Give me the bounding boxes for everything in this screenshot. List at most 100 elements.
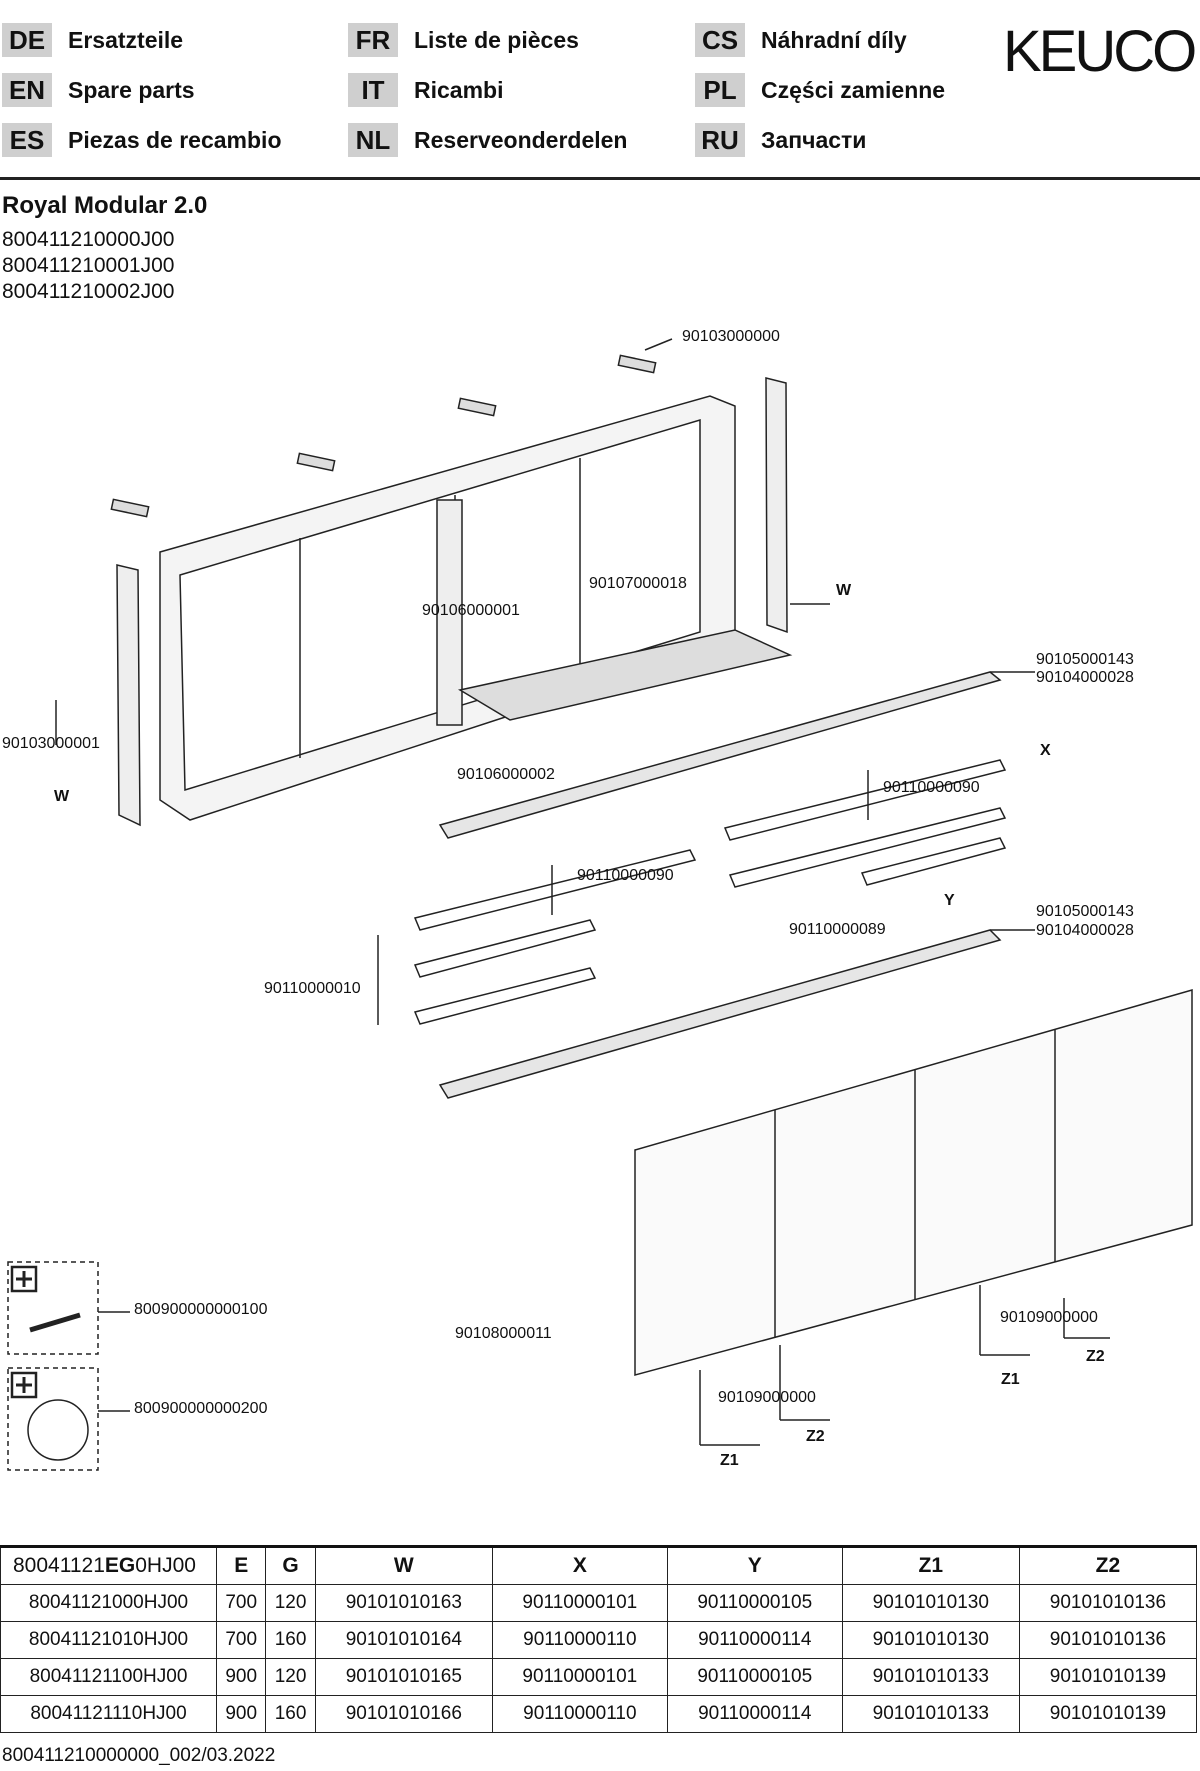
table-cell: 90101010165 bbox=[314, 1658, 493, 1696]
table-cell: 90101010136 bbox=[1018, 1621, 1198, 1659]
glass-shelf bbox=[723, 759, 1007, 841]
table-cell: 90101010139 bbox=[1018, 1658, 1198, 1696]
table-cell: 700 bbox=[215, 1621, 267, 1659]
parts-table: 80041121EG0HJ00 E G W X Y Z1 Z2 80041121… bbox=[0, 1545, 1198, 1733]
lang-name: Piezas de recambio bbox=[68, 126, 282, 153]
accessory-box bbox=[7, 1367, 99, 1471]
part-label: 800900000000200 bbox=[134, 1400, 268, 1417]
table-header-cell: Z1 bbox=[841, 1545, 1020, 1585]
part-label: 90110000090 bbox=[883, 779, 980, 796]
lang-name: Reserveonderdelen bbox=[414, 126, 628, 153]
table-cell: 160 bbox=[265, 1621, 316, 1659]
table-cell: 90101010133 bbox=[841, 1658, 1020, 1696]
table-header-cell: Y bbox=[666, 1545, 843, 1585]
cabinet-divider bbox=[436, 499, 463, 726]
exploded-view-drawing bbox=[7, 338, 1193, 1471]
part-label: 90108000011 bbox=[455, 1325, 552, 1342]
lang-it: IT Ricambi bbox=[348, 71, 503, 109]
ref-letter-w: W bbox=[54, 788, 70, 805]
lang-name: Ricambi bbox=[414, 76, 504, 103]
table-header-cell: X bbox=[491, 1545, 668, 1585]
table-cell: 90110000110 bbox=[491, 1621, 668, 1659]
product-number: 800411210000J00 bbox=[2, 228, 175, 251]
lang-cs: CS Náhradní díly bbox=[695, 21, 907, 59]
lang-code: DE bbox=[2, 23, 52, 57]
ref-letter-z1: Z1 bbox=[720, 1452, 739, 1469]
part-label: 90105000143 bbox=[1036, 903, 1134, 920]
ref-letter-w: W bbox=[836, 582, 852, 599]
table-cell: 90101010166 bbox=[314, 1695, 493, 1733]
led-strip-lower bbox=[438, 929, 1002, 1099]
lang-de: DE Ersatzteile bbox=[2, 21, 183, 59]
table-cell: 90101010139 bbox=[1018, 1695, 1198, 1733]
product-title: Royal Modular 2.0 bbox=[2, 192, 208, 219]
table-cell: 120 bbox=[265, 1584, 316, 1622]
table-header-cell: G bbox=[265, 1545, 316, 1585]
mirror-doors bbox=[634, 989, 1193, 1376]
table-cell: 90110000114 bbox=[666, 1695, 843, 1733]
table-cell: 80041121110HJ00 bbox=[0, 1695, 217, 1733]
table-cell: 90101010130 bbox=[841, 1621, 1020, 1659]
table-cell: 90110000101 bbox=[491, 1584, 668, 1622]
glass-shelf bbox=[860, 837, 1007, 886]
table-cell: 90101010163 bbox=[314, 1584, 493, 1622]
lang-code: PL bbox=[695, 73, 745, 107]
table-cell: 700 bbox=[215, 1584, 267, 1622]
table-cell: 90110000101 bbox=[491, 1658, 668, 1696]
lang-ru: RU Запчасти bbox=[695, 121, 866, 159]
lang-es: ES Piezas de recambio bbox=[2, 121, 282, 159]
part-label: 90110000010 bbox=[264, 980, 361, 997]
part-label: 90110000090 bbox=[577, 867, 674, 884]
side-panel-right bbox=[765, 377, 788, 634]
table-cell: 90110000105 bbox=[666, 1658, 843, 1696]
accessory-box bbox=[7, 1261, 99, 1355]
part-label: 90110000089 bbox=[789, 921, 886, 938]
part-label: 90104000028 bbox=[1036, 669, 1134, 686]
part-label: 90103000000 bbox=[682, 328, 780, 345]
lang-name: Запчасти bbox=[761, 126, 867, 153]
lang-code: NL bbox=[348, 123, 398, 157]
part-label: 800900000000100 bbox=[134, 1301, 268, 1318]
ref-letter-z2: Z2 bbox=[1086, 1348, 1105, 1365]
table-cell: 90110000110 bbox=[491, 1695, 668, 1733]
lang-fr: FR Liste de pièces bbox=[348, 21, 579, 59]
table-cell: 120 bbox=[265, 1658, 316, 1696]
part-label: 90107000018 bbox=[589, 575, 687, 592]
lang-nl: NL Reserveonderdelen bbox=[348, 121, 627, 159]
glass-shelf bbox=[413, 919, 597, 978]
table-cell: 90110000105 bbox=[666, 1584, 843, 1622]
table-header-cell: Z2 bbox=[1018, 1545, 1198, 1585]
ref-letter-z2: Z2 bbox=[806, 1428, 825, 1445]
table-cell: 90101010130 bbox=[841, 1584, 1020, 1622]
table-header-row: 80041121EG0HJ00 E G W X Y Z1 Z2 bbox=[0, 1545, 1198, 1585]
table-header-cell: E bbox=[215, 1545, 267, 1585]
part-label: 90109000000 bbox=[718, 1389, 816, 1406]
lang-name: Náhradní díly bbox=[761, 26, 907, 53]
lang-pl: PL Części zamienne bbox=[695, 71, 945, 109]
part-label: 90104000028 bbox=[1036, 922, 1134, 939]
table-cell: 90101010164 bbox=[314, 1621, 493, 1659]
part-label: 90106000002 bbox=[457, 766, 555, 783]
lang-name: Części zamienne bbox=[761, 76, 946, 103]
cabinet-bottom bbox=[457, 629, 793, 721]
table-row: 80041121000HJ00 700 120 90101010163 9011… bbox=[0, 1584, 1198, 1622]
lang-en: EN Spare parts bbox=[2, 71, 195, 109]
header-divider bbox=[0, 177, 1200, 180]
document-footer: 800411210000000_002/03.2022 bbox=[2, 1745, 276, 1766]
table-header-article: 80041121EG0HJ00 bbox=[0, 1545, 217, 1585]
product-number: 800411210002J00 bbox=[2, 280, 175, 303]
table-cell: 80041121100HJ00 bbox=[0, 1658, 217, 1696]
lang-name: Liste de pièces bbox=[414, 26, 579, 53]
table-row: 80041121010HJ00 700 160 90101010164 9011… bbox=[0, 1621, 1198, 1659]
lang-code: CS bbox=[695, 23, 745, 57]
side-panel-left bbox=[116, 564, 141, 827]
table-cell: 80041121000HJ00 bbox=[0, 1584, 217, 1622]
table-cell: 80041121010HJ00 bbox=[0, 1621, 217, 1659]
lang-code: EN bbox=[2, 73, 52, 107]
part-label: 90105000143 bbox=[1036, 651, 1134, 668]
ref-letter-y: Y bbox=[944, 892, 955, 909]
table-row: 80041121100HJ00 900 120 90101010165 9011… bbox=[0, 1658, 1198, 1696]
lang-code: FR bbox=[348, 23, 398, 57]
lang-code: ES bbox=[2, 123, 52, 157]
table-cell: 160 bbox=[265, 1695, 316, 1733]
